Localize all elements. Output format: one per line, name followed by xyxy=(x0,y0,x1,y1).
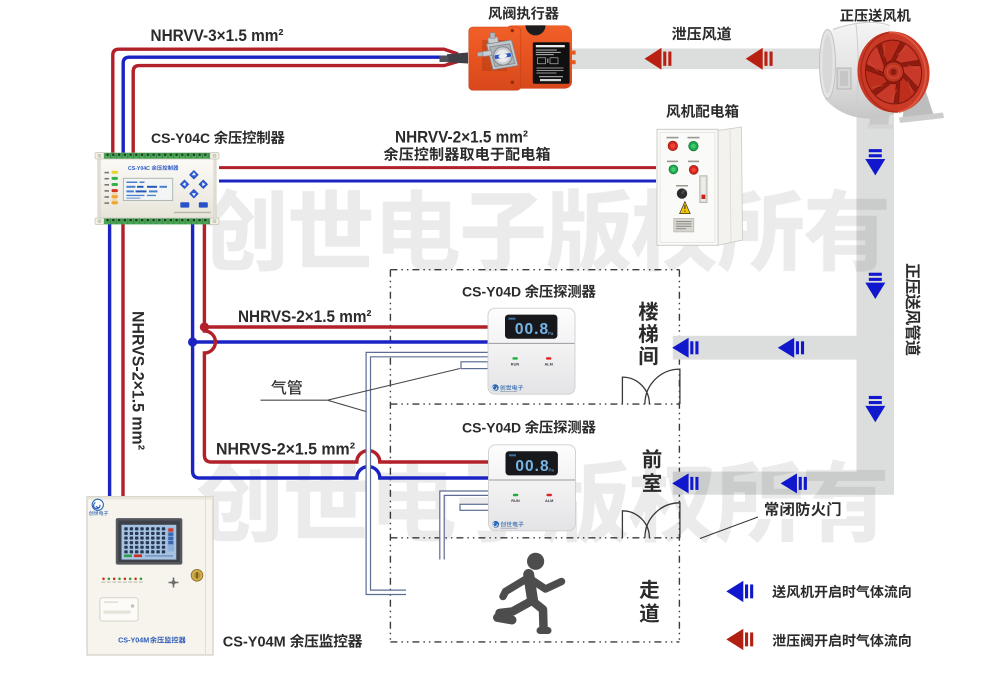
svg-text:NHRVV-2×1.5 mm²: NHRVV-2×1.5 mm² xyxy=(395,128,528,147)
svg-text:00.8: 00.8 xyxy=(515,458,549,475)
svg-text:CS-Y04M: CS-Y04M xyxy=(118,636,149,645)
svg-text:CS-Y04C: CS-Y04C xyxy=(151,130,210,146)
svg-text:ALM: ALM xyxy=(545,498,553,503)
svg-text:NHRVS-2×1.5 mm²: NHRVS-2×1.5 mm² xyxy=(238,307,372,326)
svg-text:CS-Y04M: CS-Y04M xyxy=(223,634,286,650)
svg-text:RUN: RUN xyxy=(511,361,520,366)
svg-text:NHRVS-2×1.5 mm²: NHRVS-2×1.5 mm² xyxy=(129,311,148,450)
svg-text:00.8: 00.8 xyxy=(515,321,549,338)
svg-text:CS-Y04D: CS-Y04D xyxy=(462,419,521,435)
svg-text:NHRVS-2×1.5 mm²: NHRVS-2×1.5 mm² xyxy=(216,440,355,459)
svg-text:Pa: Pa xyxy=(549,467,555,472)
svg-text:RUN: RUN xyxy=(511,498,520,503)
svg-text:Pa: Pa xyxy=(548,331,554,336)
svg-text:CS-Y04C: CS-Y04C xyxy=(128,166,150,172)
svg-text:CS-Y04D: CS-Y04D xyxy=(462,284,521,300)
svg-text:ALM: ALM xyxy=(544,361,552,366)
svg-text:NHRVV-3×1.5 mm²: NHRVV-3×1.5 mm² xyxy=(151,26,284,45)
